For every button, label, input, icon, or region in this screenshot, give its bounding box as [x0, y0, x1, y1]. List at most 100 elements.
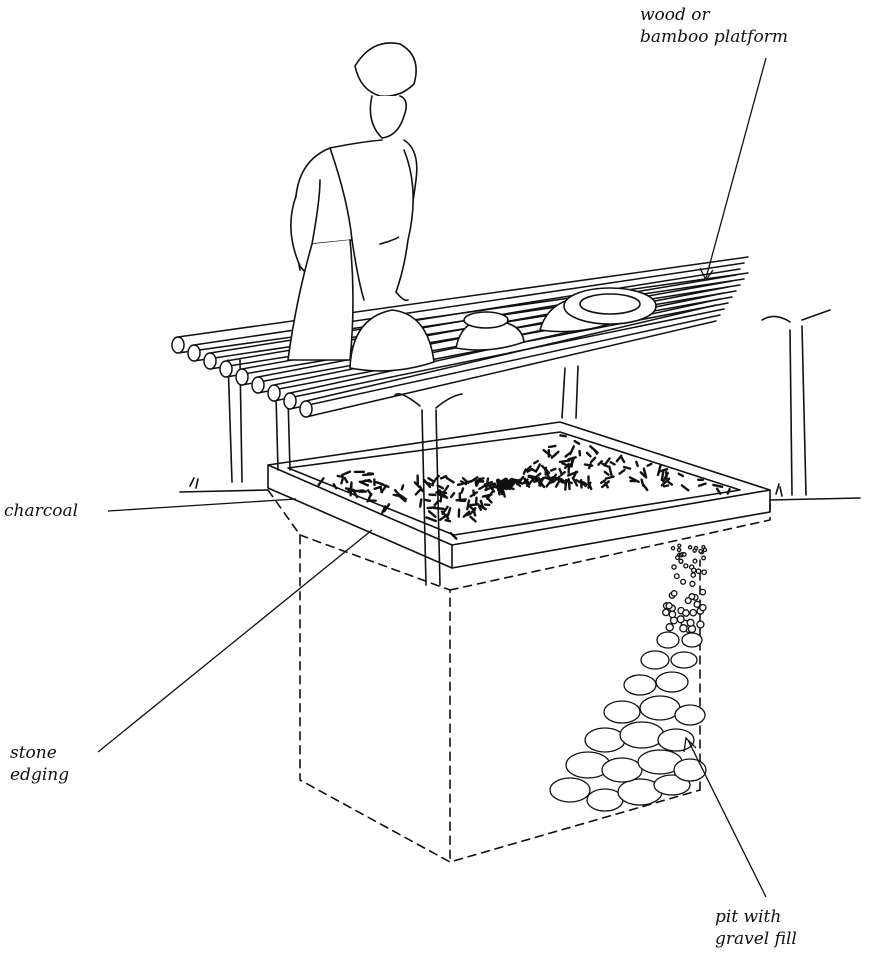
gravel-pebble: [689, 546, 692, 549]
leader-platform: [706, 58, 766, 278]
stone-edging: [268, 422, 770, 568]
gravel-stone: [671, 652, 697, 668]
charcoal-piece: [617, 456, 621, 461]
charcoal-piece: [566, 453, 571, 457]
gravel-pebble: [672, 591, 677, 596]
charcoal-piece: [605, 472, 609, 475]
charcoal-piece: [565, 480, 566, 489]
gravel-pebble: [693, 559, 697, 563]
gravel-stone: [682, 633, 702, 647]
charcoal-piece: [479, 486, 484, 489]
charcoal-piece: [682, 485, 688, 490]
gravel-pebble: [702, 556, 706, 560]
gravel-pebble: [693, 549, 696, 552]
gravel-pebble: [703, 548, 706, 551]
gravel-pebble: [663, 609, 669, 615]
charcoal-piece: [591, 458, 595, 463]
charcoal-piece: [428, 478, 432, 481]
charcoal-piece: [551, 469, 555, 471]
gravel-pebble: [672, 565, 676, 569]
gravel-pebble: [678, 548, 681, 551]
charcoal-piece: [497, 485, 504, 487]
charcoal-piece: [713, 485, 722, 487]
charcoal-piece: [620, 470, 625, 474]
charcoal-piece: [589, 464, 590, 468]
gravel-pebble: [675, 574, 680, 579]
gravel-pebble: [694, 601, 700, 607]
charcoal-piece: [425, 500, 430, 501]
gravel-fill: [550, 544, 707, 811]
charcoal-piece: [402, 485, 403, 489]
charcoal-piece: [441, 476, 446, 478]
gravel-pebble: [683, 610, 689, 616]
charcoal-piece: [534, 461, 538, 463]
charcoal-piece: [345, 478, 348, 482]
gravel-pebble: [702, 570, 706, 574]
charcoal-piece: [560, 435, 566, 436]
charcoal-bed: [319, 435, 730, 538]
gravel-pebble: [700, 589, 705, 594]
charcoal-piece: [658, 466, 661, 475]
charcoal-piece: [341, 479, 342, 483]
gravel-pebble: [687, 619, 694, 626]
pit-outline: [268, 490, 770, 862]
charcoal-piece: [348, 491, 356, 492]
charcoal-piece: [668, 482, 672, 485]
charcoal-piece: [569, 479, 570, 489]
charcoal-piece: [458, 484, 462, 485]
charcoal-piece: [679, 474, 683, 476]
charcoal-piece: [648, 464, 652, 466]
charcoal-piece: [479, 478, 484, 479]
charcoal-piece: [338, 476, 343, 477]
charcoal-piece: [451, 493, 454, 497]
gravel-pebble: [676, 556, 680, 560]
gravel-stone: [624, 675, 656, 695]
gravel-pebble: [683, 553, 686, 556]
gravel-pebble: [679, 559, 683, 563]
gravel-stone: [604, 701, 640, 723]
charcoal-piece: [428, 507, 436, 508]
charcoal-piece: [447, 478, 454, 482]
gravel-pebble: [678, 544, 681, 547]
charcoal-piece: [587, 453, 591, 456]
charcoal-piece: [611, 462, 615, 464]
charcoal-piece: [471, 492, 477, 496]
gravel-stone: [675, 705, 705, 725]
gravel-pebble: [690, 581, 695, 586]
charcoal-piece: [699, 484, 706, 486]
charcoal-piece: [420, 500, 421, 507]
leader-charcoal: [108, 499, 296, 511]
gravel-pebble: [669, 611, 675, 617]
gravel-pebble: [690, 610, 696, 616]
gravel-pebble: [697, 621, 704, 628]
gravel-stone: [674, 759, 706, 781]
gravel-stone: [656, 672, 688, 692]
charcoal-piece: [382, 506, 386, 514]
gravel-stone: [641, 651, 669, 669]
charcoal-piece: [462, 489, 463, 493]
charcoal-piece: [552, 452, 559, 458]
leader-stone: [98, 530, 372, 752]
charcoal-piece: [580, 451, 581, 455]
charcoal-piece: [334, 484, 337, 488]
gravel-pebble: [671, 547, 674, 550]
charcoal-piece: [368, 490, 371, 494]
gravel-pebble: [696, 569, 700, 573]
charcoal-piece: [609, 467, 611, 476]
gravel-pebble: [666, 603, 672, 609]
charcoal-piece: [664, 486, 668, 487]
charcoal-piece: [560, 461, 569, 462]
charcoal-piece: [529, 476, 536, 478]
charcoal-piece: [643, 485, 647, 490]
charcoal-piece: [467, 501, 469, 510]
charcoal-piece: [441, 493, 442, 501]
charcoal-piece: [486, 479, 488, 489]
charcoal-piece: [427, 518, 436, 522]
charcoal-piece: [471, 504, 479, 505]
gravel-pebble: [699, 550, 702, 553]
charcoal-piece: [524, 470, 526, 474]
charcoal-piece: [342, 472, 350, 475]
charcoal-piece: [537, 464, 540, 469]
gravel-pebble: [700, 605, 706, 611]
